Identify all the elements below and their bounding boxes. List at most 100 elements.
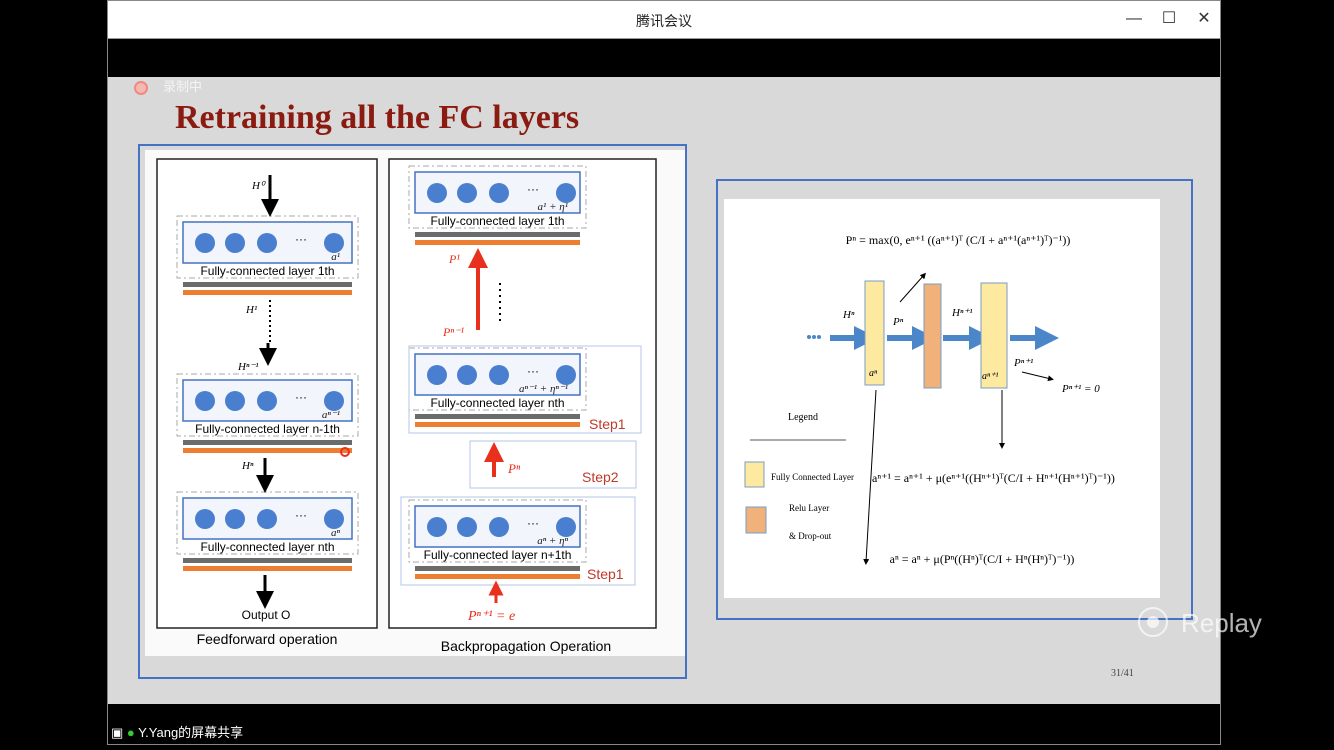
recording-label: 录制中 [163,79,203,94]
activation-label: aⁿ [331,527,341,539]
orange-bar [183,290,352,295]
neuron [225,233,245,253]
neuron [489,517,509,537]
replay-watermark: Replay [1138,607,1262,638]
activation-label: a¹ [331,251,340,263]
step2-label: Step2 [582,469,619,485]
relu-layer [923,283,942,389]
maximize-icon[interactable]: ☐ [1161,10,1177,27]
layer-label: Fully-connected layer 1th [200,264,334,278]
mic-icon[interactable]: ● [126,725,135,740]
an1-label: aⁿ⁺¹ [982,371,998,382]
pn1-zero-label: Pⁿ⁺¹ = 0 [1061,383,1100,395]
neuron [427,517,447,537]
ellipsis: ··· [527,516,539,530]
neuron [195,391,215,411]
legend-fc-swatch [744,461,765,488]
neuron [556,365,576,385]
neuron [257,391,277,411]
orange-bar [415,422,580,427]
orange-bar [415,574,580,579]
activation-label: aⁿ⁻¹ [322,409,340,421]
orange-bar [415,240,580,245]
orange-bar [183,448,352,453]
layer-label: Fully-connected layer nth [200,540,334,554]
gray-bar [415,566,580,571]
neuron [324,391,344,411]
output-label: Output O [242,608,291,622]
pn-label: Pⁿ [892,316,904,328]
window-title: 腾讯会议 [636,13,692,29]
gray-bar [183,558,352,563]
formula-bot: aⁿ = aⁿ + μ(Pⁿ((Hⁿ)ᵀ(C/I + Hⁿ(Hⁿ)ᵀ)⁻¹)) [890,552,1075,566]
neuron [556,183,576,203]
neuron [556,517,576,537]
legend-fc-label: Fully Connected Layer [771,472,854,482]
orange-bar [183,566,352,571]
hn-label: Hⁿ [241,460,254,472]
layer-update-figure: Pⁿ = max(0, eⁿ⁺¹ ((aⁿ⁺¹)ᵀ (C/I + aⁿ⁺¹(aⁿ… [716,179,1193,620]
hn1-label: Hⁿ⁻¹ [237,361,259,373]
neuron [257,233,277,253]
neuron [457,365,477,385]
neuron [427,365,447,385]
pn-plus-label: Pⁿ⁺¹ = e [467,609,515,624]
backprop-caption: Backpropagation Operation [441,638,611,654]
neuron [489,183,509,203]
neuron [489,365,509,385]
ellipsis: ··· [295,390,307,404]
ellipsis: ··· [295,508,307,522]
cursor-indicator [340,447,350,457]
formula-mid: aⁿ⁺¹ = aⁿ⁺¹ + μ(eⁿ⁺¹((Hⁿ⁺¹)ᵀ(C/I + Hⁿ⁺¹(… [872,471,1115,485]
layer-label: Fully-connected layer n+1th [424,548,572,562]
legend-drop-label: & Drop-out [789,531,832,541]
legend-relu-swatch [745,506,767,534]
ellipsis: ··· [527,364,539,378]
formula-top: Pⁿ = max(0, eⁿ⁺¹ ((aⁿ⁺¹)ᵀ (C/I + aⁿ⁺¹(aⁿ… [846,233,1071,247]
hn-label: Hⁿ [842,309,855,321]
fc-layer-n1 [980,282,1008,389]
gray-bar [415,232,580,237]
pn-label: Pⁿ [507,461,521,476]
page-number: 31/41 [1111,668,1134,679]
minimize-icon[interactable]: — [1126,10,1142,27]
pn1-label: Pⁿ⁺¹ [1013,357,1033,369]
share-bar: ▣ ● Y.Yang的屏幕共享 [108,704,1220,744]
layer-label: Fully-connected layer 1th [430,214,564,228]
neuron [225,509,245,529]
replay-label: Replay [1181,608,1262,638]
layer-label: Fully-connected layer n-1th [195,422,340,436]
activation-label: aⁿ⁻¹ + ηⁿ⁻¹ [519,383,568,395]
neuron [324,509,344,529]
title-bar: 腾讯会议 — ☐ ✕ [108,1,1220,39]
step1b-label: Step1 [587,566,624,582]
slide-title: Retraining all the FC layers [175,99,580,136]
recording-icon [134,81,148,95]
neuron [195,509,215,529]
hn1-label: Hⁿ⁺¹ [951,307,973,319]
neuron [195,233,215,253]
neuron [257,509,277,529]
ellipsis: ··· [295,232,307,246]
close-icon[interactable]: ✕ [1197,10,1211,27]
neuron [457,517,477,537]
step1-label: Step1 [589,416,626,432]
neuron [457,183,477,203]
feedforward-caption: Feedforward operation [197,631,338,647]
h0-label: H⁰ [251,180,266,192]
share-status: ▣ ● Y.Yang的屏幕共享 [111,722,243,741]
ellipsis: ··· [527,182,539,196]
share-label: Y.Yang的屏幕共享 [138,725,244,740]
neuron [225,391,245,411]
activation-label: a¹ + η¹ [538,201,568,213]
neuron [427,183,447,203]
activation-label: aⁿ + ηⁿ [537,535,568,547]
legend-title: Legend [788,412,818,423]
h1-label: H¹ [245,304,257,316]
legend-relu-label: Relu Layer [789,503,829,513]
screen-icon: ▣ [111,725,124,740]
